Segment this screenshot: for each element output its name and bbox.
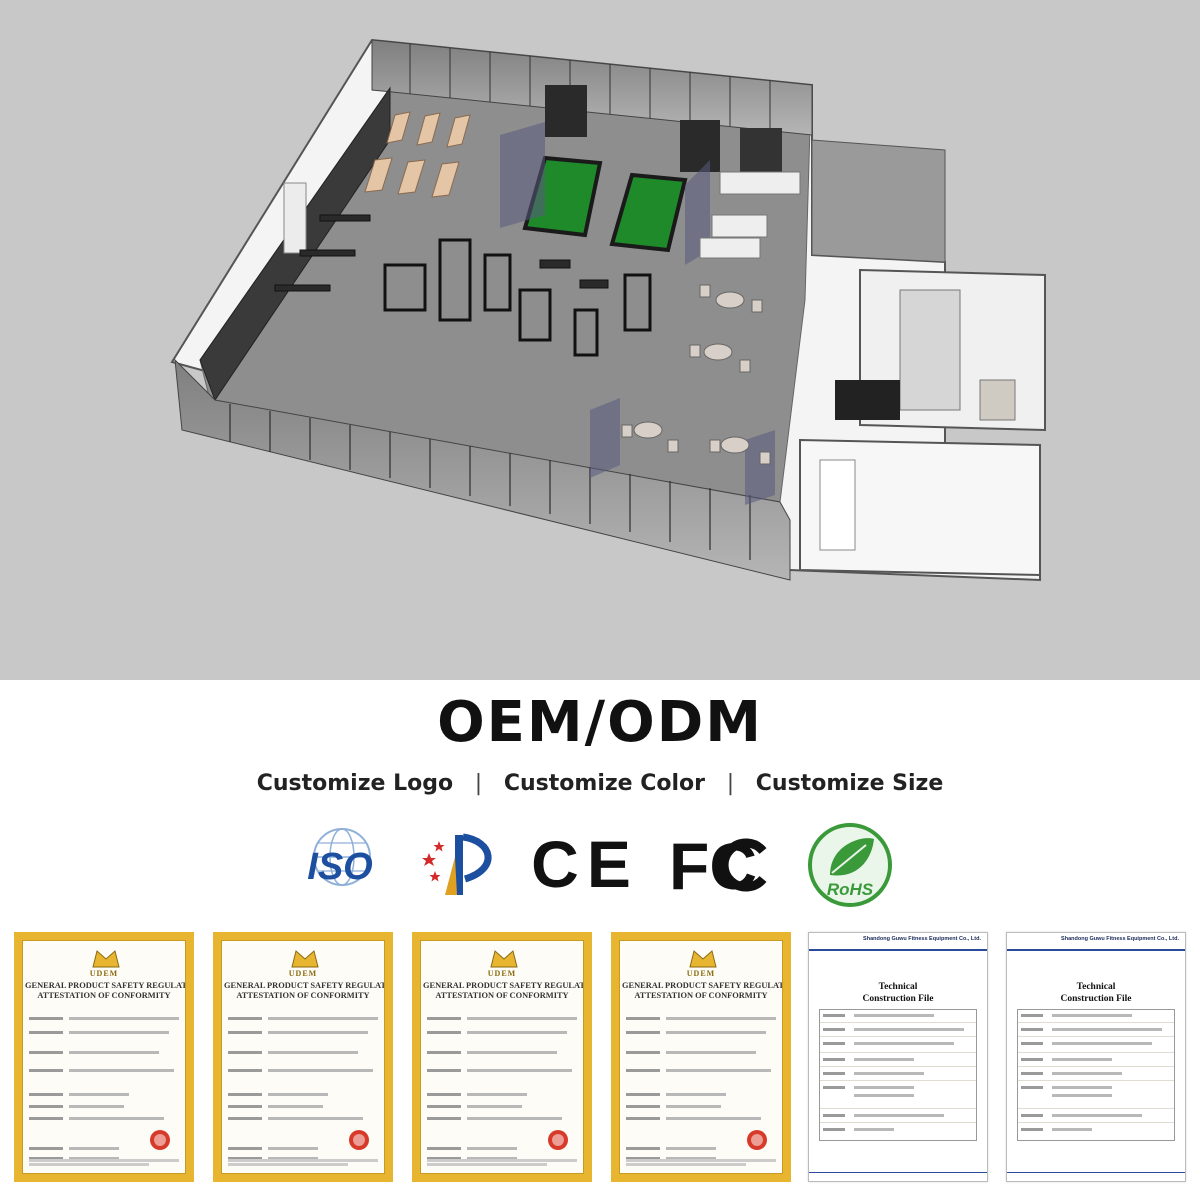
iso-text: ISO <box>307 846 372 888</box>
udem-crest-icon <box>490 950 518 968</box>
udem-brand: UDEM <box>89 969 119 978</box>
udem-brand: UDEM <box>288 969 318 978</box>
rohs-logo: RoHS <box>800 815 900 915</box>
udem-crest-icon <box>92 950 120 968</box>
technical-construction-file: Shandong Guwu Fitness Equipment Co., Ltd… <box>1006 932 1186 1182</box>
udem-brand: UDEM <box>686 969 716 978</box>
technical-construction-file: Shandong Guwu Fitness Equipment Co., Ltd… <box>808 932 988 1182</box>
tech-file-company: Shandong Guwu Fitness Equipment Co., Ltd… <box>1061 936 1179 942</box>
udem-crest-icon <box>689 950 717 968</box>
pool-table-2 <box>609 172 688 253</box>
tech-file-company: Shandong Guwu Fitness Equipment Co., Ltd… <box>863 936 981 942</box>
oem-odm-headline: OEM/ODM <box>437 690 763 755</box>
customize-size-label: Customize Size <box>755 771 944 796</box>
udem-stamp-icon <box>747 1130 767 1150</box>
ce-logo: CE <box>530 815 640 915</box>
star-mark-logo <box>415 815 505 915</box>
separator: | <box>474 771 483 796</box>
gym-floor-plan-render <box>0 0 1200 680</box>
udem-crest-icon <box>291 950 319 968</box>
ce-text: CE <box>531 827 639 901</box>
iso-logo: ISO <box>290 815 390 915</box>
fcc-logo: FC <box>665 815 775 915</box>
udem-stamp-icon <box>150 1130 170 1150</box>
udem-stamp-icon <box>349 1130 369 1150</box>
udem-stamp-icon <box>548 1130 568 1150</box>
rohs-text: RoHS <box>827 880 874 899</box>
separator: | <box>726 771 735 796</box>
customize-options: Customize Logo | Customize Color | Custo… <box>0 766 1200 802</box>
certification-logos: ISO CE FC RoHS <box>260 815 940 915</box>
customize-color-label: Customize Color <box>503 771 706 796</box>
customize-logo-label: Customize Logo <box>256 771 454 796</box>
udem-brand: UDEM <box>487 969 517 978</box>
